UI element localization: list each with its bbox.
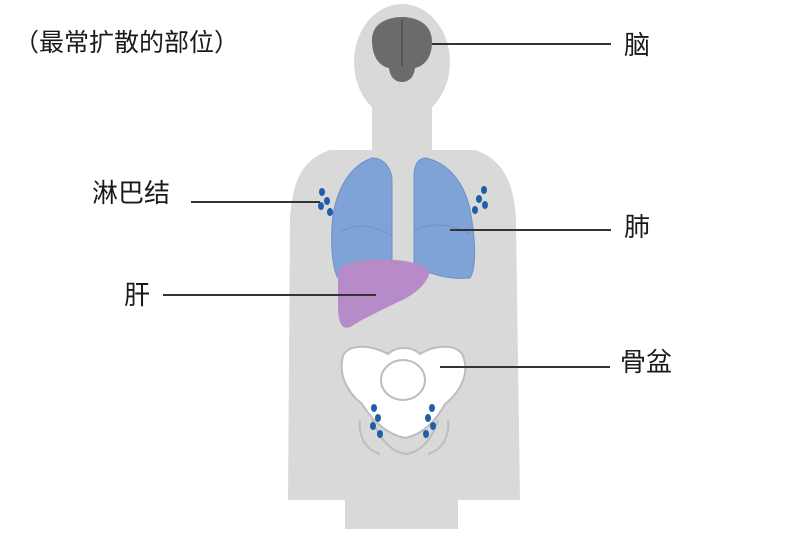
lymph-nodes (318, 186, 488, 438)
lungs (331, 157, 476, 279)
brain (372, 17, 432, 82)
label-pelvis: 骨盆 (620, 348, 673, 378)
label-brain: 脑 (624, 31, 651, 61)
leader-lines (163, 43, 611, 368)
lung-left (331, 157, 393, 279)
label-lungs: 肺 (624, 213, 651, 243)
diagram-title: （最常扩散的部位） (14, 28, 240, 57)
label-lymph-nodes: 淋巴结 (92, 179, 171, 209)
pelvis (340, 345, 467, 456)
lung-right (413, 157, 476, 279)
liver (338, 259, 430, 328)
label-liver: 肝 (124, 281, 151, 311)
